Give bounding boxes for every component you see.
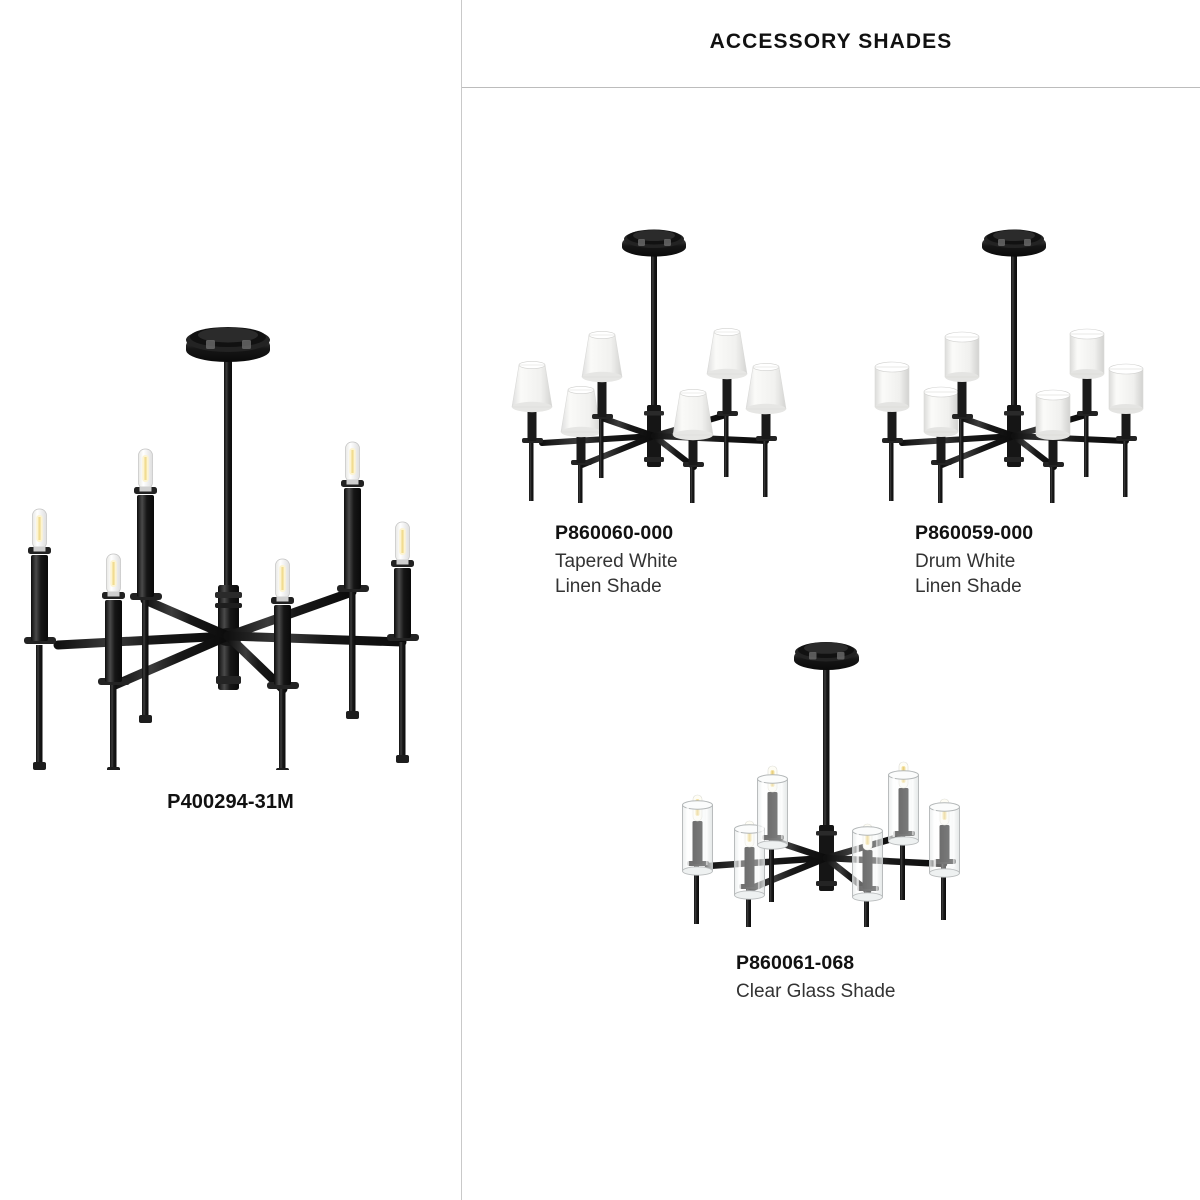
arm-unit-left-back: [130, 448, 162, 723]
lamp-shade: [1069, 328, 1105, 380]
lamp-shade: [581, 330, 623, 383]
arm-unit-right-back: [1069, 328, 1105, 477]
canopy-assembly: [982, 229, 1046, 421]
product-caption-drum: P860059-000 Drum White Linen Shade: [915, 519, 1178, 599]
arm-unit-left-outer: [24, 508, 56, 770]
arm-unit-right-outer: [929, 798, 960, 920]
lamp-shade: [706, 327, 748, 380]
section-title-accessory-shades: ACCESSORY SHADES: [709, 30, 953, 53]
lamp-shade: [944, 331, 980, 383]
arm-unit-left-front: [923, 386, 959, 503]
glass-shade: [929, 802, 960, 878]
product-card-glass: P860061-068 Clear Glass Shade: [660, 635, 1000, 1004]
glass-shade: [888, 770, 919, 846]
product-sku-drum: P860059-000: [915, 522, 1034, 544]
lamp-shade: [560, 385, 602, 438]
arm-unit-left-front: [98, 553, 130, 770]
arm-unit-right-back: [888, 761, 919, 900]
chandelier-illustration-tapered-shade: [511, 229, 787, 503]
glass-shade: [682, 800, 713, 876]
canopy-assembly: [794, 642, 859, 840]
chandelier-illustration-clear-glass-shade: [682, 642, 960, 927]
arm-unit-right-back: [706, 327, 748, 477]
section-header-divider: [462, 87, 1200, 88]
chandelier-illustration-exposed-bulb: [24, 327, 419, 770]
product-card-main: P400294-31M: [0, 300, 461, 817]
canopy-assembly: [622, 229, 686, 421]
arm-unit-right-front: [672, 388, 714, 503]
arm-unit-right-front: [852, 823, 883, 927]
lamp-shade: [511, 360, 553, 413]
product-caption-main: P400294-31M: [0, 788, 461, 817]
product-sku-tapered: P860060-000: [555, 522, 674, 544]
product-card-tapered: P860060-000 Tapered White Linen Shade: [498, 225, 818, 599]
product-sku-main: P400294-31M: [167, 791, 294, 813]
product-caption-tapered: P860060-000 Tapered White Linen Shade: [555, 519, 818, 599]
arm-unit-left-front: [734, 820, 765, 927]
chandelier-illustration-drum-shade: [874, 229, 1144, 503]
glass-shade: [757, 774, 788, 850]
product-description-drum: Drum White Linen Shade: [915, 551, 1022, 598]
arm-unit-left-back: [944, 331, 980, 478]
lamp-shade: [1035, 389, 1071, 441]
arm-unit-left-back: [757, 765, 788, 902]
lamp-shade: [923, 386, 959, 438]
arm-unit-left-outer: [874, 361, 910, 501]
lamp-shade: [1108, 363, 1144, 415]
lamp-shade: [874, 361, 910, 413]
product-caption-glass: P860061-068 Clear Glass Shade: [736, 949, 1000, 1004]
product-sku-glass: P860061-068: [736, 952, 855, 974]
arm-unit-right-back: [337, 441, 369, 719]
lamp-shade: [745, 362, 787, 415]
product-description-tapered: Tapered White Linen Shade: [555, 551, 678, 598]
lamp-shade: [672, 388, 714, 441]
arm-unit-left-outer: [682, 794, 713, 924]
arm-unit-left-front: [560, 385, 602, 503]
canopy-assembly: [186, 327, 270, 620]
product-description-glass: Clear Glass Shade: [736, 981, 896, 1003]
arm-unit-right-front: [267, 558, 299, 770]
panel-divider-vertical: [461, 0, 462, 1200]
arm-unit-left-back: [581, 330, 623, 478]
arm-unit-right-outer: [387, 521, 419, 763]
product-card-drum: P860059-000 Drum White Linen Shade: [858, 225, 1178, 599]
glass-shade: [852, 826, 883, 902]
arm-unit-right-outer: [1108, 363, 1144, 497]
arm-unit-left-outer: [511, 360, 553, 501]
arm-unit-right-front: [1035, 389, 1071, 503]
arm-unit-right-outer: [745, 362, 787, 497]
